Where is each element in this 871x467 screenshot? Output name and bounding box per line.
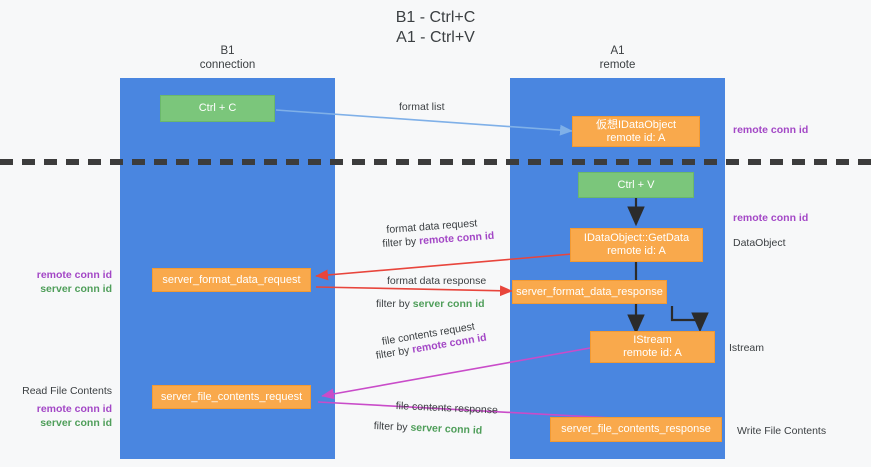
lane-header-a1-sub: remote [599,58,636,71]
right-label-remote-conn-id-mid: remote conn id [733,212,809,224]
left-label-server-conn-id-2: server conn id [40,417,112,429]
filter-by-text-3: filter by [375,343,414,362]
right-label-remote-conn-id-top: remote conn id [733,124,809,136]
right-label-istream: Istream [729,342,765,354]
edge-label-file-contents-response: file contents response [395,400,499,417]
box-idataobject-getdata-line1: IDataObject::GetData [583,232,690,244]
box-server-format-data-response-label: server_format_data_response [516,285,663,298]
box-idataobject-getdata-line2: remote id: A [607,245,666,257]
box-istream-line2: remote id: A [623,347,682,359]
box-virtual-idataobject-line2: remote id: A [606,131,666,144]
title-line-2: A1 - Ctrl+V [396,29,475,46]
diagram-title: B1 - Ctrl+C A1 - Ctrl+V [0,8,871,48]
server-conn-id-text-1: server conn id [412,298,485,310]
box-server-file-contents-request[interactable]: server_file_contents_request [152,385,311,409]
edge-label-format-data-response: format data response [387,275,487,287]
box-ctrl-v[interactable]: Ctrl + V [578,172,694,198]
box-virtual-idataobject[interactable]: 仮想IDataObject remote id: A [572,116,700,147]
box-server-format-data-request-label: server_format_data_request [162,273,301,286]
box-virtual-idataobject-line1: 仮想IDataObject [595,118,677,131]
lane-header-b1-name: B1 [220,45,235,57]
box-ctrl-c-label: Ctrl + C [198,102,237,114]
box-ctrl-c[interactable]: Ctrl + C [160,95,275,122]
left-label-remote-conn-id-2: remote conn id [36,403,112,415]
box-server-file-contents-response[interactable]: server_file_contents_response [550,417,722,442]
box-server-format-data-response[interactable]: server_format_data_response [512,280,667,304]
lane-header-a1: A1 remote [540,45,695,72]
box-server-format-data-request[interactable]: server_format_data_request [152,268,311,292]
box-server-file-contents-request-label: server_file_contents_request [160,390,303,403]
right-label-dataobject: DataObject [733,237,786,249]
box-istream-line1: IStream [633,334,672,346]
filter-by-text-4: filter by [373,420,411,434]
box-ctrl-v-label: Ctrl + V [617,178,655,191]
edge-label-format-list: format list [399,101,445,113]
filter-by-text-2: filter by [376,298,413,310]
lane-header-b1-sub: connection [199,58,256,71]
edge-label-filter-server-1: filter by server conn id [376,298,485,311]
lane-header-b1: B1 connection [150,45,305,72]
left-label-read-file-contents: Read File Contents [22,385,112,397]
left-label-server-conn-id: server conn id [40,283,112,295]
box-istream[interactable]: IStream remote id: A [590,331,715,363]
filter-by-text-1: filter by [382,235,420,250]
server-conn-id-text-2: server conn id [410,421,483,437]
box-server-file-contents-response-label: server_file_contents_response [561,423,711,435]
title-line-1: B1 - Ctrl+C [395,9,476,26]
lane-header-a1-name: A1 [610,45,625,57]
box-idataobject-getdata[interactable]: IDataObject::GetData remote id: A [570,228,703,262]
right-label-write-file-contents: Write File Contents [737,425,827,437]
left-label-remote-conn-id: remote conn id [36,269,112,281]
edge-label-filter-server-2: filter by server conn id [373,420,482,438]
